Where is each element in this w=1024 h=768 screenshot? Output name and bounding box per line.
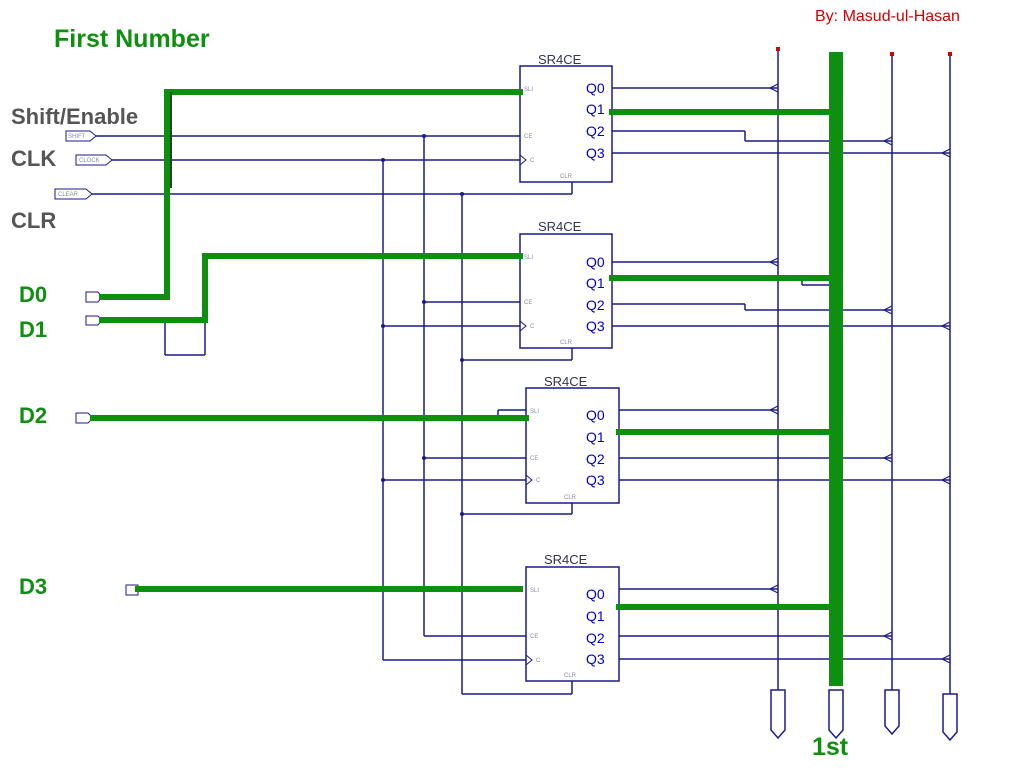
d1-label: D1	[19, 317, 48, 342]
svg-text:SLI: SLI	[524, 87, 533, 93]
svg-text:C: C	[530, 324, 535, 330]
sr4ce-3-q1: Q1	[586, 429, 605, 445]
svg-text:CLEAR: CLEAR	[58, 192, 79, 198]
svg-text:CLR: CLR	[564, 495, 577, 501]
svg-text:SLI: SLI	[524, 255, 533, 261]
svg-text:SLI: SLI	[530, 409, 539, 415]
output-ports	[770, 689, 958, 742]
sr4ce-4-q2: Q2	[586, 630, 605, 646]
sr4ce-2-q1: Q1	[586, 275, 605, 291]
sr4ce-2-name: SR4CE	[538, 219, 582, 234]
svg-text:CE: CE	[524, 134, 532, 140]
input-ports	[54, 130, 139, 596]
sr4ce-3-q0: Q0	[586, 407, 605, 423]
sr4ce-3-name: SR4CE	[544, 374, 588, 389]
junction-dots	[381, 134, 464, 516]
shift-enable-label: Shift/Enable	[11, 104, 139, 129]
svg-text:C: C	[530, 158, 535, 164]
clr-label: CLR	[11, 208, 57, 233]
sr4ce-4-q1: Q1	[586, 608, 605, 624]
sr4ce-1-q2: Q2	[586, 123, 605, 139]
svg-text:CE: CE	[530, 634, 538, 640]
page-title: First Number	[54, 25, 210, 53]
svg-text:C: C	[536, 658, 541, 664]
svg-text:CE: CE	[524, 300, 532, 306]
clk-label: CLK	[11, 146, 57, 171]
clock-triangles	[519, 154, 533, 666]
sr4ce-1-q1: Q1	[586, 101, 605, 117]
svg-text:CLR: CLR	[560, 174, 573, 180]
wiring	[92, 50, 951, 695]
svg-text:CLR: CLR	[560, 340, 573, 346]
sr4ce-2-q3: Q3	[586, 318, 605, 334]
d2-label: D2	[19, 403, 48, 428]
sr4ce-3-q3: Q3	[586, 472, 605, 488]
sr4ce-4-q0: Q0	[586, 586, 605, 602]
bus-top-markers	[776, 47, 952, 56]
d0-label: D0	[19, 282, 48, 307]
highlighted-wires	[90, 89, 837, 610]
shift-register-boxes	[519, 65, 620, 682]
svg-text:CLR: CLR	[564, 673, 577, 679]
bus-label-1st: 1st	[812, 733, 849, 761]
sr4ce-1-q0: Q0	[586, 80, 605, 96]
sr4ce-4-q3: Q3	[586, 651, 605, 667]
sr4ce-3-q2: Q2	[586, 451, 605, 467]
d3-label: D3	[19, 574, 48, 599]
main-green-bus	[829, 52, 843, 686]
svg-text:CE: CE	[530, 456, 538, 462]
svg-text:SHIFT: SHIFT	[68, 134, 86, 140]
svg-text:CLOCK: CLOCK	[79, 158, 100, 164]
sr4ce-2-q2: Q2	[586, 297, 605, 313]
sr4ce-2-q0: Q0	[586, 254, 605, 270]
sr4ce-4-name: SR4CE	[544, 552, 588, 567]
author-credit: By: Masud-ul-Hasan	[815, 8, 960, 25]
sr4ce-1-name: SR4CE	[538, 52, 582, 67]
sr4ce-1-q3: Q3	[586, 145, 605, 161]
svg-text:SLI: SLI	[530, 588, 539, 594]
svg-text:C: C	[536, 478, 541, 484]
bus-tap-arrows	[768, 83, 951, 664]
